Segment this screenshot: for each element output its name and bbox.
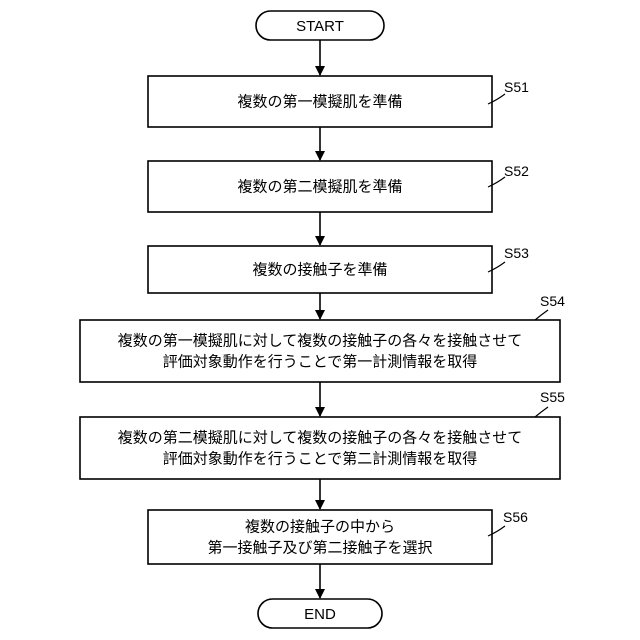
start-terminal: START bbox=[256, 11, 384, 40]
step-label-s51: S51 bbox=[504, 79, 529, 95]
step-label-s53: S53 bbox=[504, 245, 529, 261]
step-text-line: 評価対象動作を行うことで第二計測情報を取得 bbox=[163, 450, 478, 468]
step-text-line: 複数の接触子を準備 bbox=[252, 261, 387, 279]
process-step-s56: 複数の接触子の中から第一接触子及び第二接触子を選択 S56 bbox=[148, 509, 528, 564]
step-text-line: 複数の第二模擬肌に対して複数の接触子の各々を接触させて bbox=[118, 429, 523, 447]
step-text-line: 評価対象動作を行うことで第一計測情報を取得 bbox=[163, 353, 478, 371]
process-step-s55: 複数の第二模擬肌に対して複数の接触子の各々を接触させて評価対象動作を行うことで第… bbox=[80, 389, 565, 479]
step-text-line: 第一接触子及び第二接触子を選択 bbox=[207, 539, 432, 557]
start-label: START bbox=[296, 18, 344, 35]
end-terminal: END bbox=[258, 599, 382, 628]
step-text-line: 複数の第一模擬肌に対して複数の接触子の各々を接触させて bbox=[118, 332, 523, 350]
process-step-s52: 複数の第二模擬肌を準備 S52 bbox=[148, 161, 529, 212]
step-text-line: 複数の第二模擬肌を準備 bbox=[237, 178, 402, 196]
process-step-s51: 複数の第一模擬肌を準備 S51 bbox=[148, 76, 529, 127]
step-label-s55: S55 bbox=[540, 389, 565, 405]
step-label-s54: S54 bbox=[540, 293, 565, 309]
step-text-line: 複数の接触子の中から bbox=[245, 518, 395, 536]
process-step-s54: 複数の第一模擬肌に対して複数の接触子の各々を接触させて評価対象動作を行うことで第… bbox=[80, 293, 565, 382]
step-label-s56: S56 bbox=[503, 509, 528, 525]
step-label-s52: S52 bbox=[504, 163, 529, 179]
step-text-line: 複数の第一模擬肌を準備 bbox=[237, 93, 402, 111]
process-step-s53: 複数の接触子を準備 S53 bbox=[148, 245, 529, 293]
end-label: END bbox=[304, 606, 336, 623]
